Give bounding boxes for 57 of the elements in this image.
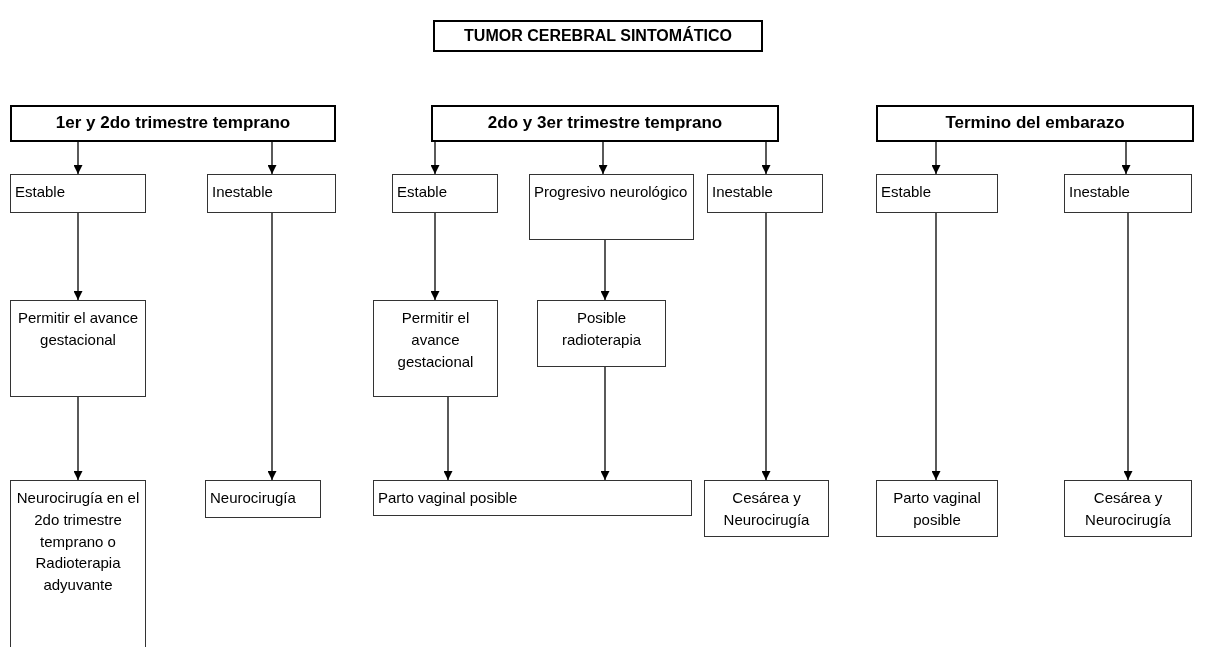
node-label: Inestable xyxy=(212,182,273,202)
arrow xyxy=(931,212,941,481)
arrow xyxy=(430,212,440,301)
node-label: Posible radioterapia xyxy=(560,308,643,350)
arrow xyxy=(73,396,83,481)
node-label: 2do y 3er trimestre temprano xyxy=(487,112,723,135)
node-label: TUMOR CEREBRAL SINTOMÁTICO xyxy=(464,25,732,47)
node-label: Parto vaginal posible xyxy=(892,488,982,530)
step-box xyxy=(207,174,336,213)
step-box xyxy=(707,174,823,213)
step-box xyxy=(373,480,692,516)
arrow xyxy=(73,212,83,301)
arrow xyxy=(600,239,610,301)
node-label: Permitir el avance gestacional xyxy=(16,308,139,350)
node-label: Permitir el avance gestacional xyxy=(396,308,475,372)
arrow xyxy=(761,141,771,175)
node-label: Progresivo neurológico xyxy=(534,182,688,202)
node-label: Estable xyxy=(15,182,66,202)
arrow xyxy=(430,141,440,175)
node-label: Cesárea y Neurocirugía xyxy=(1084,488,1172,530)
phase-box xyxy=(10,105,336,142)
node-label: Inestable xyxy=(1069,182,1130,202)
step-box xyxy=(1064,480,1192,537)
step-box xyxy=(10,174,146,213)
node-label: Inestable xyxy=(712,182,773,202)
arrow xyxy=(598,141,608,175)
step-box xyxy=(876,480,998,537)
node-label: Neurocirugía xyxy=(210,488,296,508)
step-box xyxy=(10,300,146,397)
arrow xyxy=(73,141,83,175)
step-box xyxy=(529,174,694,240)
step-box xyxy=(704,480,829,537)
step-box xyxy=(392,174,498,213)
arrow xyxy=(1121,141,1131,175)
step-box xyxy=(1064,174,1192,213)
step-box xyxy=(537,300,666,367)
step-box xyxy=(10,480,146,647)
arrow xyxy=(1123,212,1133,481)
arrow xyxy=(443,396,453,481)
node-label: Estable xyxy=(881,182,932,202)
title-box xyxy=(433,20,763,52)
phase-box xyxy=(431,105,779,142)
node-label: Estable xyxy=(397,182,448,202)
step-box xyxy=(205,480,321,518)
phase-box xyxy=(876,105,1194,142)
arrow xyxy=(267,141,277,175)
step-box xyxy=(876,174,998,213)
arrow xyxy=(761,212,771,481)
node-label: Termino del embarazo xyxy=(945,112,1125,135)
step-box xyxy=(373,300,498,397)
arrow xyxy=(600,366,610,481)
arrow xyxy=(267,212,277,481)
arrow xyxy=(931,141,941,175)
node-label: Cesárea y Neurocirugía xyxy=(722,488,811,530)
node-label: Neurocirugía en el 2do trimestre temprano o Radioterapia adyuvante xyxy=(15,488,141,595)
node-label: Parto vaginal posible xyxy=(378,488,518,508)
node-label: 1er y 2do trimestre temprano xyxy=(55,112,291,135)
